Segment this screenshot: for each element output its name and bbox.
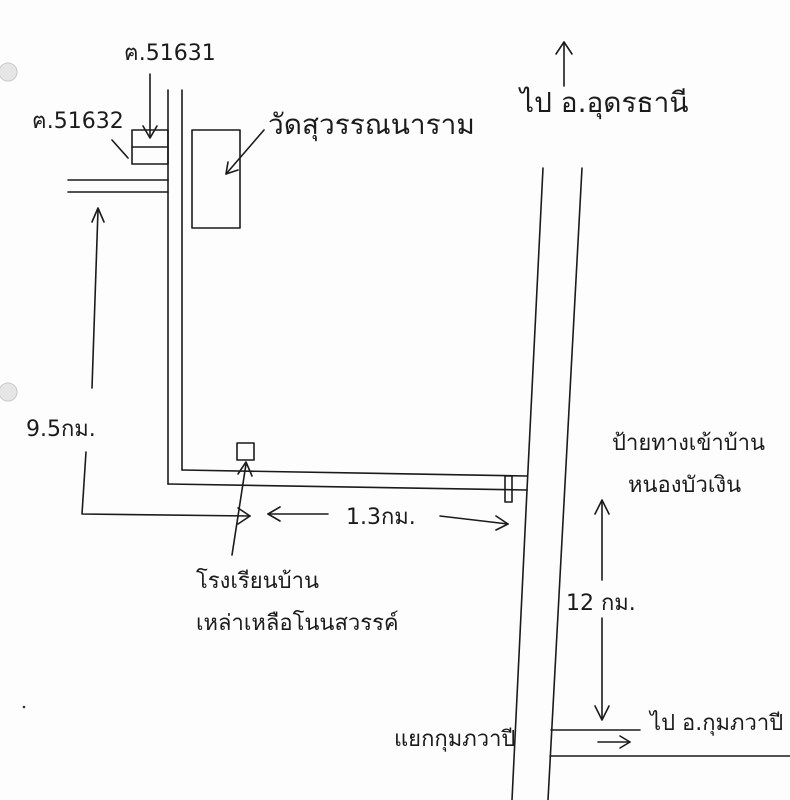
label-km-51632: ฅ.51632 <box>32 109 124 134</box>
local-road-horizontal <box>167 469 528 491</box>
leader-51632 <box>111 139 129 159</box>
arrow-down-to-marker-icon <box>142 73 158 139</box>
label-to-kumphawapi: ไป อ.กุมภวาปี <box>648 710 783 736</box>
branch-road-kumphawapi <box>549 729 790 757</box>
local-road-vertical <box>167 89 183 485</box>
label-distance-1-3km: 1.3กม. <box>346 505 416 530</box>
label-to-udon: ไป อ.อุดรธานี <box>518 86 688 120</box>
arrow-to-school-icon <box>231 461 253 556</box>
label-distance-12km: 12 กม. <box>566 591 636 616</box>
label-school-line2: เหล่าเหลือโนนสวรรค์ <box>196 610 399 636</box>
stray-dot <box>22 705 26 709</box>
sign-marker <box>504 475 513 503</box>
label-school-line1: โรงเรียนบ้าน <box>196 568 319 594</box>
main-highway <box>511 167 583 800</box>
arrow-to-temple-icon <box>225 129 265 175</box>
school-box <box>236 442 255 461</box>
distance-arrow-12km <box>594 499 610 721</box>
label-junction: แยกกุมภวาปี <box>394 727 515 752</box>
punch-hole-bottom <box>0 382 18 402</box>
label-sign-line2: หนองบัวเงิน <box>628 473 741 498</box>
distance-arrow-9-5km <box>81 207 251 525</box>
arrow-up-icon <box>555 41 573 87</box>
punch-hole-top <box>0 62 18 82</box>
distance-arrow-1-3km <box>267 506 509 531</box>
side-road-top-left <box>67 179 169 193</box>
label-km-51631: ฅ.51631 <box>124 41 216 66</box>
label-temple: วัดสุวรรณนาราม <box>268 108 475 142</box>
temple-box <box>191 129 241 229</box>
arrow-east-icon <box>597 735 631 749</box>
label-distance-9-5km: 9.5กม. <box>26 417 96 442</box>
label-sign-line1: ป้ายทางเข้าบ้าน <box>612 431 765 456</box>
